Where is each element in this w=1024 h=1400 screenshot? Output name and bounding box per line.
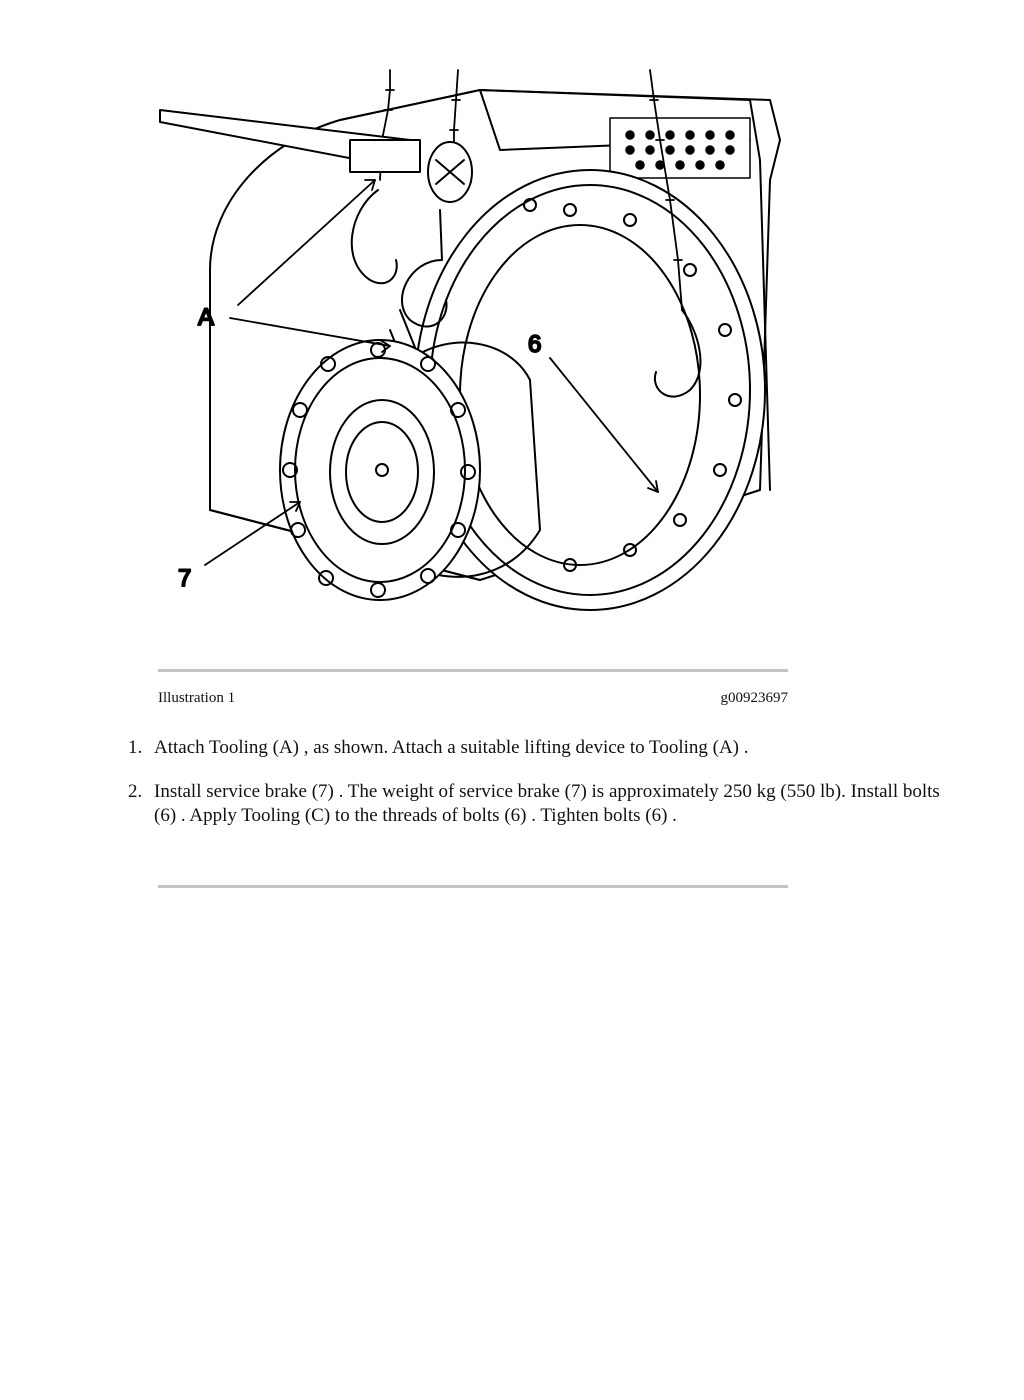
- illustration-code: g00923697: [720, 690, 789, 706]
- illustration-caption: Illustration 1 g00923697: [158, 690, 788, 707]
- illustration-label: Illustration 1: [158, 690, 236, 706]
- brake-housing: [414, 169, 766, 611]
- lifting-bar: [159, 109, 473, 203]
- section-bottom-rule: [158, 885, 788, 888]
- callout-7: 7: [178, 565, 191, 592]
- leader-lines: [204, 179, 659, 566]
- step-text: Attach Tooling (A) , as shown. Attach a …: [154, 737, 749, 758]
- step-number: 2.: [128, 781, 143, 802]
- step-item: 2. Install service brake (7) . The weigh…: [120, 780, 940, 828]
- service-brake-illustration: A 6 7: [150, 60, 810, 620]
- vent-grille: [609, 117, 751, 179]
- step-item: 1. Attach Tooling (A) , as shown. Attach…: [120, 736, 940, 760]
- procedure-steps: 1. Attach Tooling (A) , as shown. Attach…: [120, 736, 940, 848]
- callout-6: 6: [528, 331, 541, 358]
- step-number: 1.: [128, 737, 143, 758]
- lifting-chains: [375, 69, 683, 311]
- step-text: Install service brake (7) . The weight o…: [154, 781, 940, 826]
- caption-top-rule: [158, 669, 788, 672]
- callout-a: A: [198, 304, 214, 331]
